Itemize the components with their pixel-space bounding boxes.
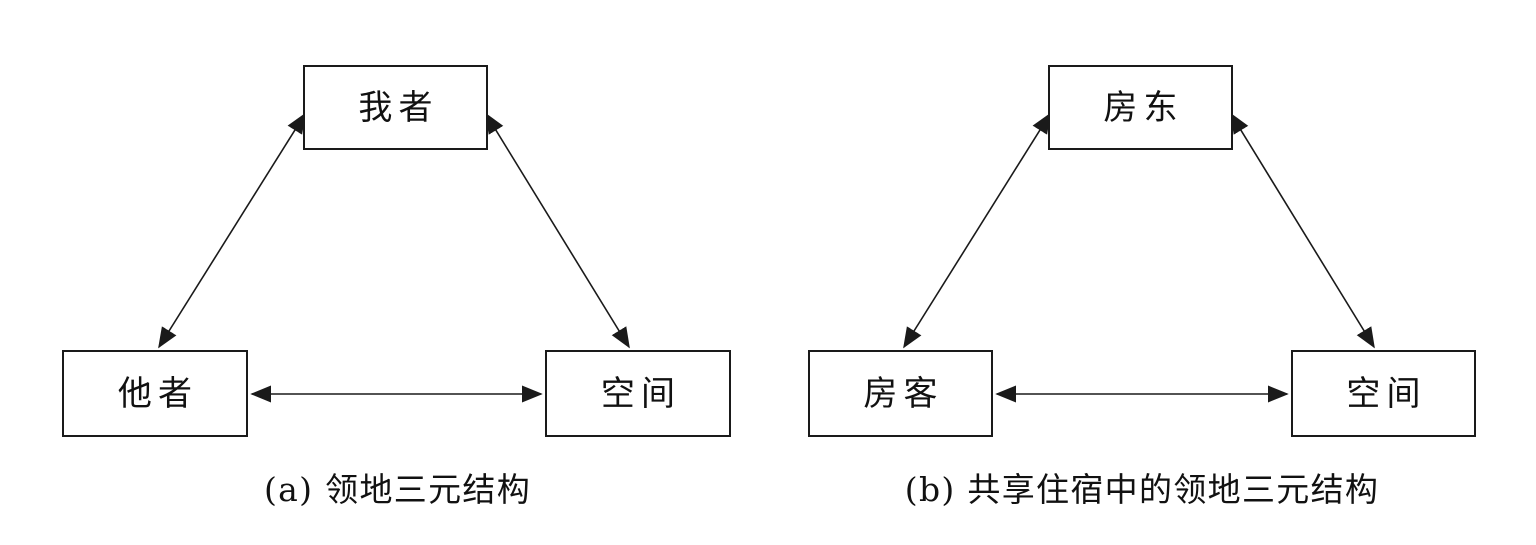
edge-b-landlord-space-arrow <box>1230 112 1375 349</box>
node-b-tenant-box: 房客 <box>808 350 993 437</box>
edge-a-self-other-arrow <box>158 112 306 349</box>
node-a-self-box: 我者 <box>303 65 488 150</box>
node-a-space-label: 空间 <box>600 373 682 414</box>
node-b-landlord-box: 房东 <box>1048 65 1233 150</box>
node-b-space-label: 空间 <box>1346 373 1427 414</box>
node-a-space-box: 空间 <box>545 350 731 437</box>
node-a-other-box: 他者 <box>62 350 248 437</box>
node-b-landlord-label: 房东 <box>1103 87 1184 128</box>
caption-a: (a) 领地三元结构 <box>263 470 532 509</box>
node-b-tenant-label: 房客 <box>863 373 944 414</box>
edge-a-self-space-arrow <box>485 112 630 349</box>
node-a-self-label: 我者 <box>358 87 439 128</box>
caption-b: (b) 共享住宿中的领地三元结构 <box>904 470 1380 509</box>
node-b-space-box: 空间 <box>1291 350 1476 437</box>
node-a-other-label: 他者 <box>117 373 199 414</box>
edge-b-landlord-tenant-arrow <box>903 112 1051 349</box>
